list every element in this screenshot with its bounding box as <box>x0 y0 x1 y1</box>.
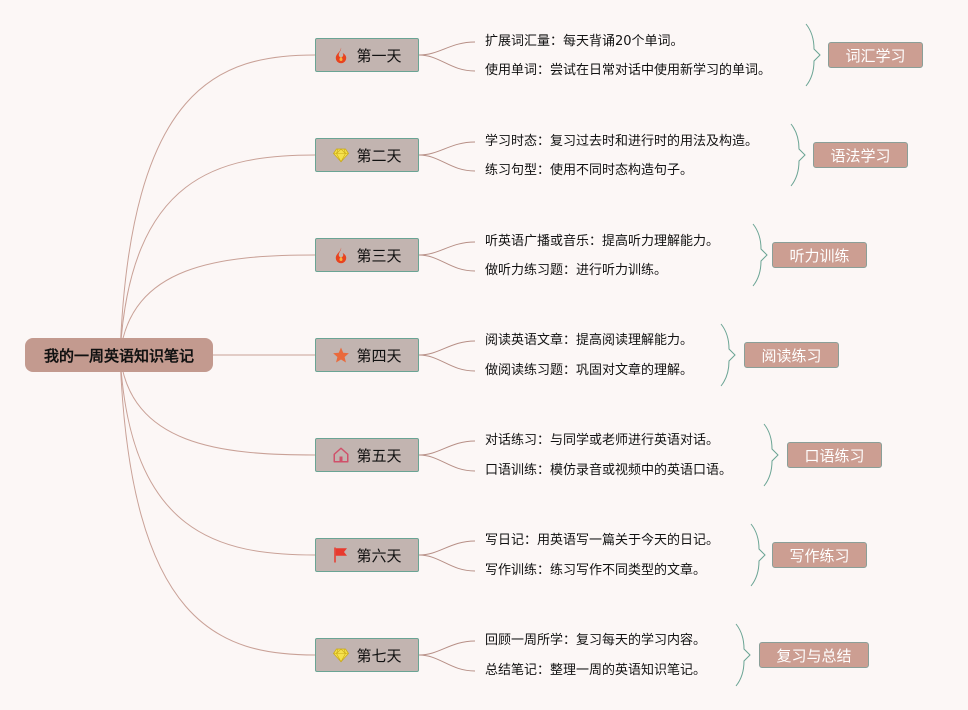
gem-icon <box>332 146 350 164</box>
day-node[interactable]: 第五天 <box>315 438 419 472</box>
detail-item[interactable]: 回顾一周所学：复习每天的学习内容。 <box>485 633 707 648</box>
day-node[interactable]: 第四天 <box>315 338 419 372</box>
root-to-day-link <box>119 354 316 656</box>
root-to-day-link <box>119 54 316 356</box>
detail-item[interactable]: 总结笔记：整理一周的英语知识笔记。 <box>485 663 707 678</box>
detail-item[interactable]: 写作训练：练习写作不同类型的文章。 <box>485 563 707 578</box>
day-to-detail-link <box>418 241 476 256</box>
summary-topic-node[interactable]: 听力训练 <box>772 242 867 268</box>
day-to-detail-link <box>418 54 476 72</box>
root-to-day-link <box>119 154 316 356</box>
flag-icon <box>332 546 350 564</box>
day-label: 第六天 <box>356 546 402 565</box>
summary-brace <box>750 523 766 587</box>
summary-topic-node[interactable]: 词汇学习 <box>828 42 923 68</box>
day-label: 第五天 <box>356 446 402 465</box>
day-node[interactable]: 第六天 <box>315 538 419 572</box>
root-node[interactable]: 我的一周英语知识笔记 <box>25 338 213 372</box>
summary-topic-node[interactable]: 口语练习 <box>787 442 882 468</box>
day-label: 第三天 <box>356 246 402 265</box>
day-label: 第二天 <box>356 146 402 165</box>
day-to-detail-link <box>418 254 476 272</box>
day-label: 第七天 <box>356 646 402 665</box>
day-label: 第一天 <box>356 46 402 65</box>
day-label: 第四天 <box>356 346 402 365</box>
summary-brace <box>763 423 779 487</box>
day-to-detail-link <box>418 41 476 56</box>
root-to-day-link <box>119 354 316 456</box>
summary-brace <box>735 623 751 687</box>
detail-item[interactable]: 学习时态：复习过去时和进行时的用法及构造。 <box>485 134 759 149</box>
fire-icon <box>332 246 350 264</box>
detail-item[interactable]: 对话练习：与同学或老师进行英语对话。 <box>485 433 720 448</box>
summary-topic-node[interactable]: 写作练习 <box>772 542 867 568</box>
day-to-detail-link <box>418 454 476 472</box>
home-icon <box>332 446 350 464</box>
detail-item[interactable]: 练习句型：使用不同时态构造句子。 <box>485 163 694 178</box>
detail-item[interactable]: 使用单词：尝试在日常对话中使用新学习的单词。 <box>485 63 772 78</box>
root-to-day-link <box>119 354 316 556</box>
day-to-detail-link <box>418 354 476 372</box>
summary-brace <box>752 223 768 287</box>
summary-brace <box>805 23 821 87</box>
summary-brace <box>720 323 736 387</box>
star-icon <box>332 346 350 364</box>
detail-item[interactable]: 口语训练：模仿录音或视频中的英语口语。 <box>485 463 733 478</box>
day-to-detail-link <box>418 340 476 356</box>
summary-topic-node[interactable]: 语法学习 <box>813 142 908 168</box>
fire-icon <box>332 46 350 64</box>
detail-item[interactable]: 做听力练习题：进行听力训练。 <box>485 263 668 278</box>
day-node[interactable]: 第三天 <box>315 238 419 272</box>
detail-item[interactable]: 扩展词汇量：每天背诵20个单词。 <box>485 34 684 49</box>
detail-item[interactable]: 听英语广播或音乐：提高听力理解能力。 <box>485 234 720 249</box>
day-to-detail-link <box>418 640 476 656</box>
day-to-detail-link <box>418 554 476 572</box>
day-to-detail-link <box>418 540 476 556</box>
summary-topic-node[interactable]: 阅读练习 <box>744 342 839 368</box>
day-node[interactable]: 第七天 <box>315 638 419 672</box>
day-to-detail-link <box>418 141 476 156</box>
day-node[interactable]: 第二天 <box>315 138 419 172</box>
day-to-detail-link <box>418 154 476 172</box>
day-to-detail-link <box>418 440 476 456</box>
detail-item[interactable]: 阅读英语文章：提高阅读理解能力。 <box>485 333 694 348</box>
gem-icon <box>332 646 350 664</box>
day-to-detail-link <box>418 654 476 672</box>
summary-topic-node[interactable]: 复习与总结 <box>759 642 869 668</box>
detail-item[interactable]: 做阅读练习题：巩固对文章的理解。 <box>485 363 694 378</box>
root-to-day-link <box>119 254 316 356</box>
detail-item[interactable]: 写日记：用英语写一篇关于今天的日记。 <box>485 533 720 548</box>
day-node[interactable]: 第一天 <box>315 38 419 72</box>
summary-brace <box>790 123 806 187</box>
